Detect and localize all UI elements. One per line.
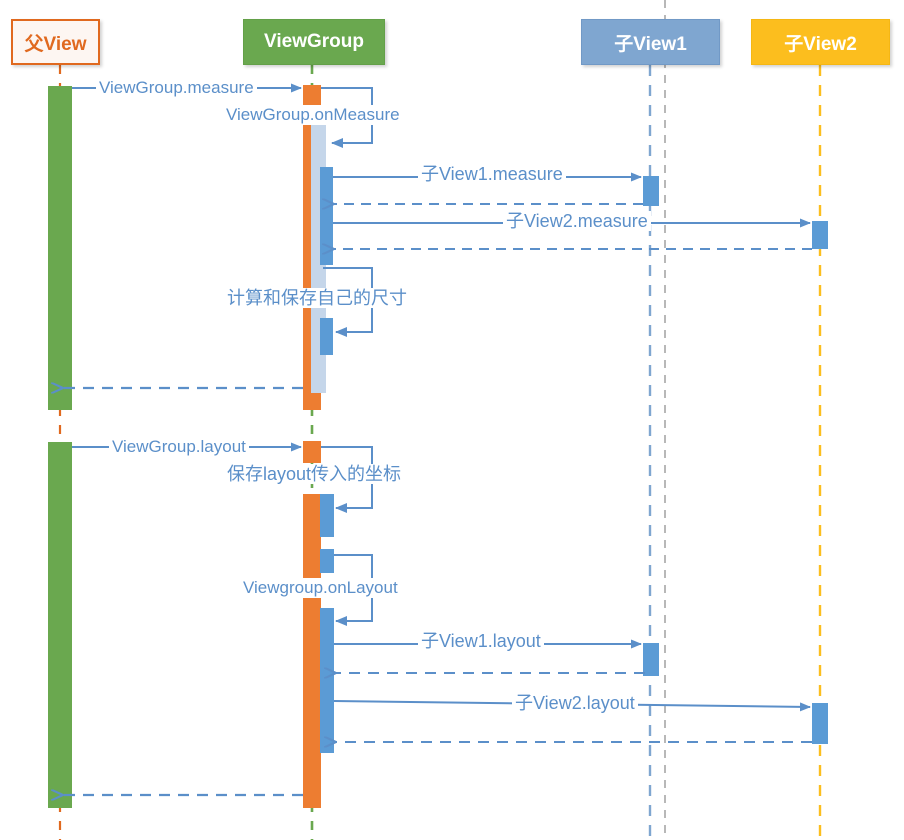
participant-label-childview1: 子View1 (614, 33, 687, 55)
activation-parent-layout (48, 442, 72, 808)
message-label-childview2-measure: 子View2.measure (503, 211, 651, 231)
message-label-save-layout-coords: 保存layout传入的坐标 (224, 464, 405, 484)
activation-viewgroup-measure-children (320, 167, 333, 265)
activation-childview1-measure (643, 176, 659, 206)
activation-viewgroup-save-coords (320, 494, 334, 537)
activation-childview1-layout (643, 643, 659, 676)
activation-childview2-measure (812, 221, 828, 249)
activation-viewgroup-onlayout-entry (320, 549, 334, 573)
participant-label-parent-view: 父View (24, 33, 87, 55)
message-label-childview2-layout: 子View2.layout (512, 693, 638, 713)
activation-childview2-layout (812, 703, 828, 744)
message-label-childview1-layout: 子View1.layout (418, 631, 544, 651)
message-label-calculate-save-size: 计算和保存自己的尺寸 (224, 288, 410, 308)
participant-header-parent-view[interactable]: 父View (11, 19, 100, 65)
message-label-childview1-measure: 子View1.measure (418, 164, 566, 184)
activation-viewgroup-layout-head (303, 441, 321, 463)
activation-parent-measure (48, 86, 72, 410)
participant-label-childview2: 子View2 (784, 33, 857, 55)
participant-label-viewgroup: ViewGroup (264, 31, 364, 52)
activation-viewgroup-layout (303, 494, 321, 808)
participant-header-viewgroup[interactable]: ViewGroup (243, 19, 385, 65)
activation-viewgroup-save-size (320, 318, 333, 355)
activation-viewgroup-onlayout-body (320, 608, 334, 753)
participant-header-childview1[interactable]: 子View1 (581, 19, 720, 65)
message-label-viewgroup-onmeasure: ViewGroup.onMeasure (223, 105, 403, 125)
message-label-viewgroup-measure: ViewGroup.measure (96, 78, 257, 98)
message-label-viewgroup-layout: ViewGroup.layout (109, 437, 249, 457)
message-label-viewgroup-onlayout: Viewgroup.onLayout (240, 578, 401, 598)
participant-header-childview2[interactable]: 子View2 (751, 19, 890, 65)
